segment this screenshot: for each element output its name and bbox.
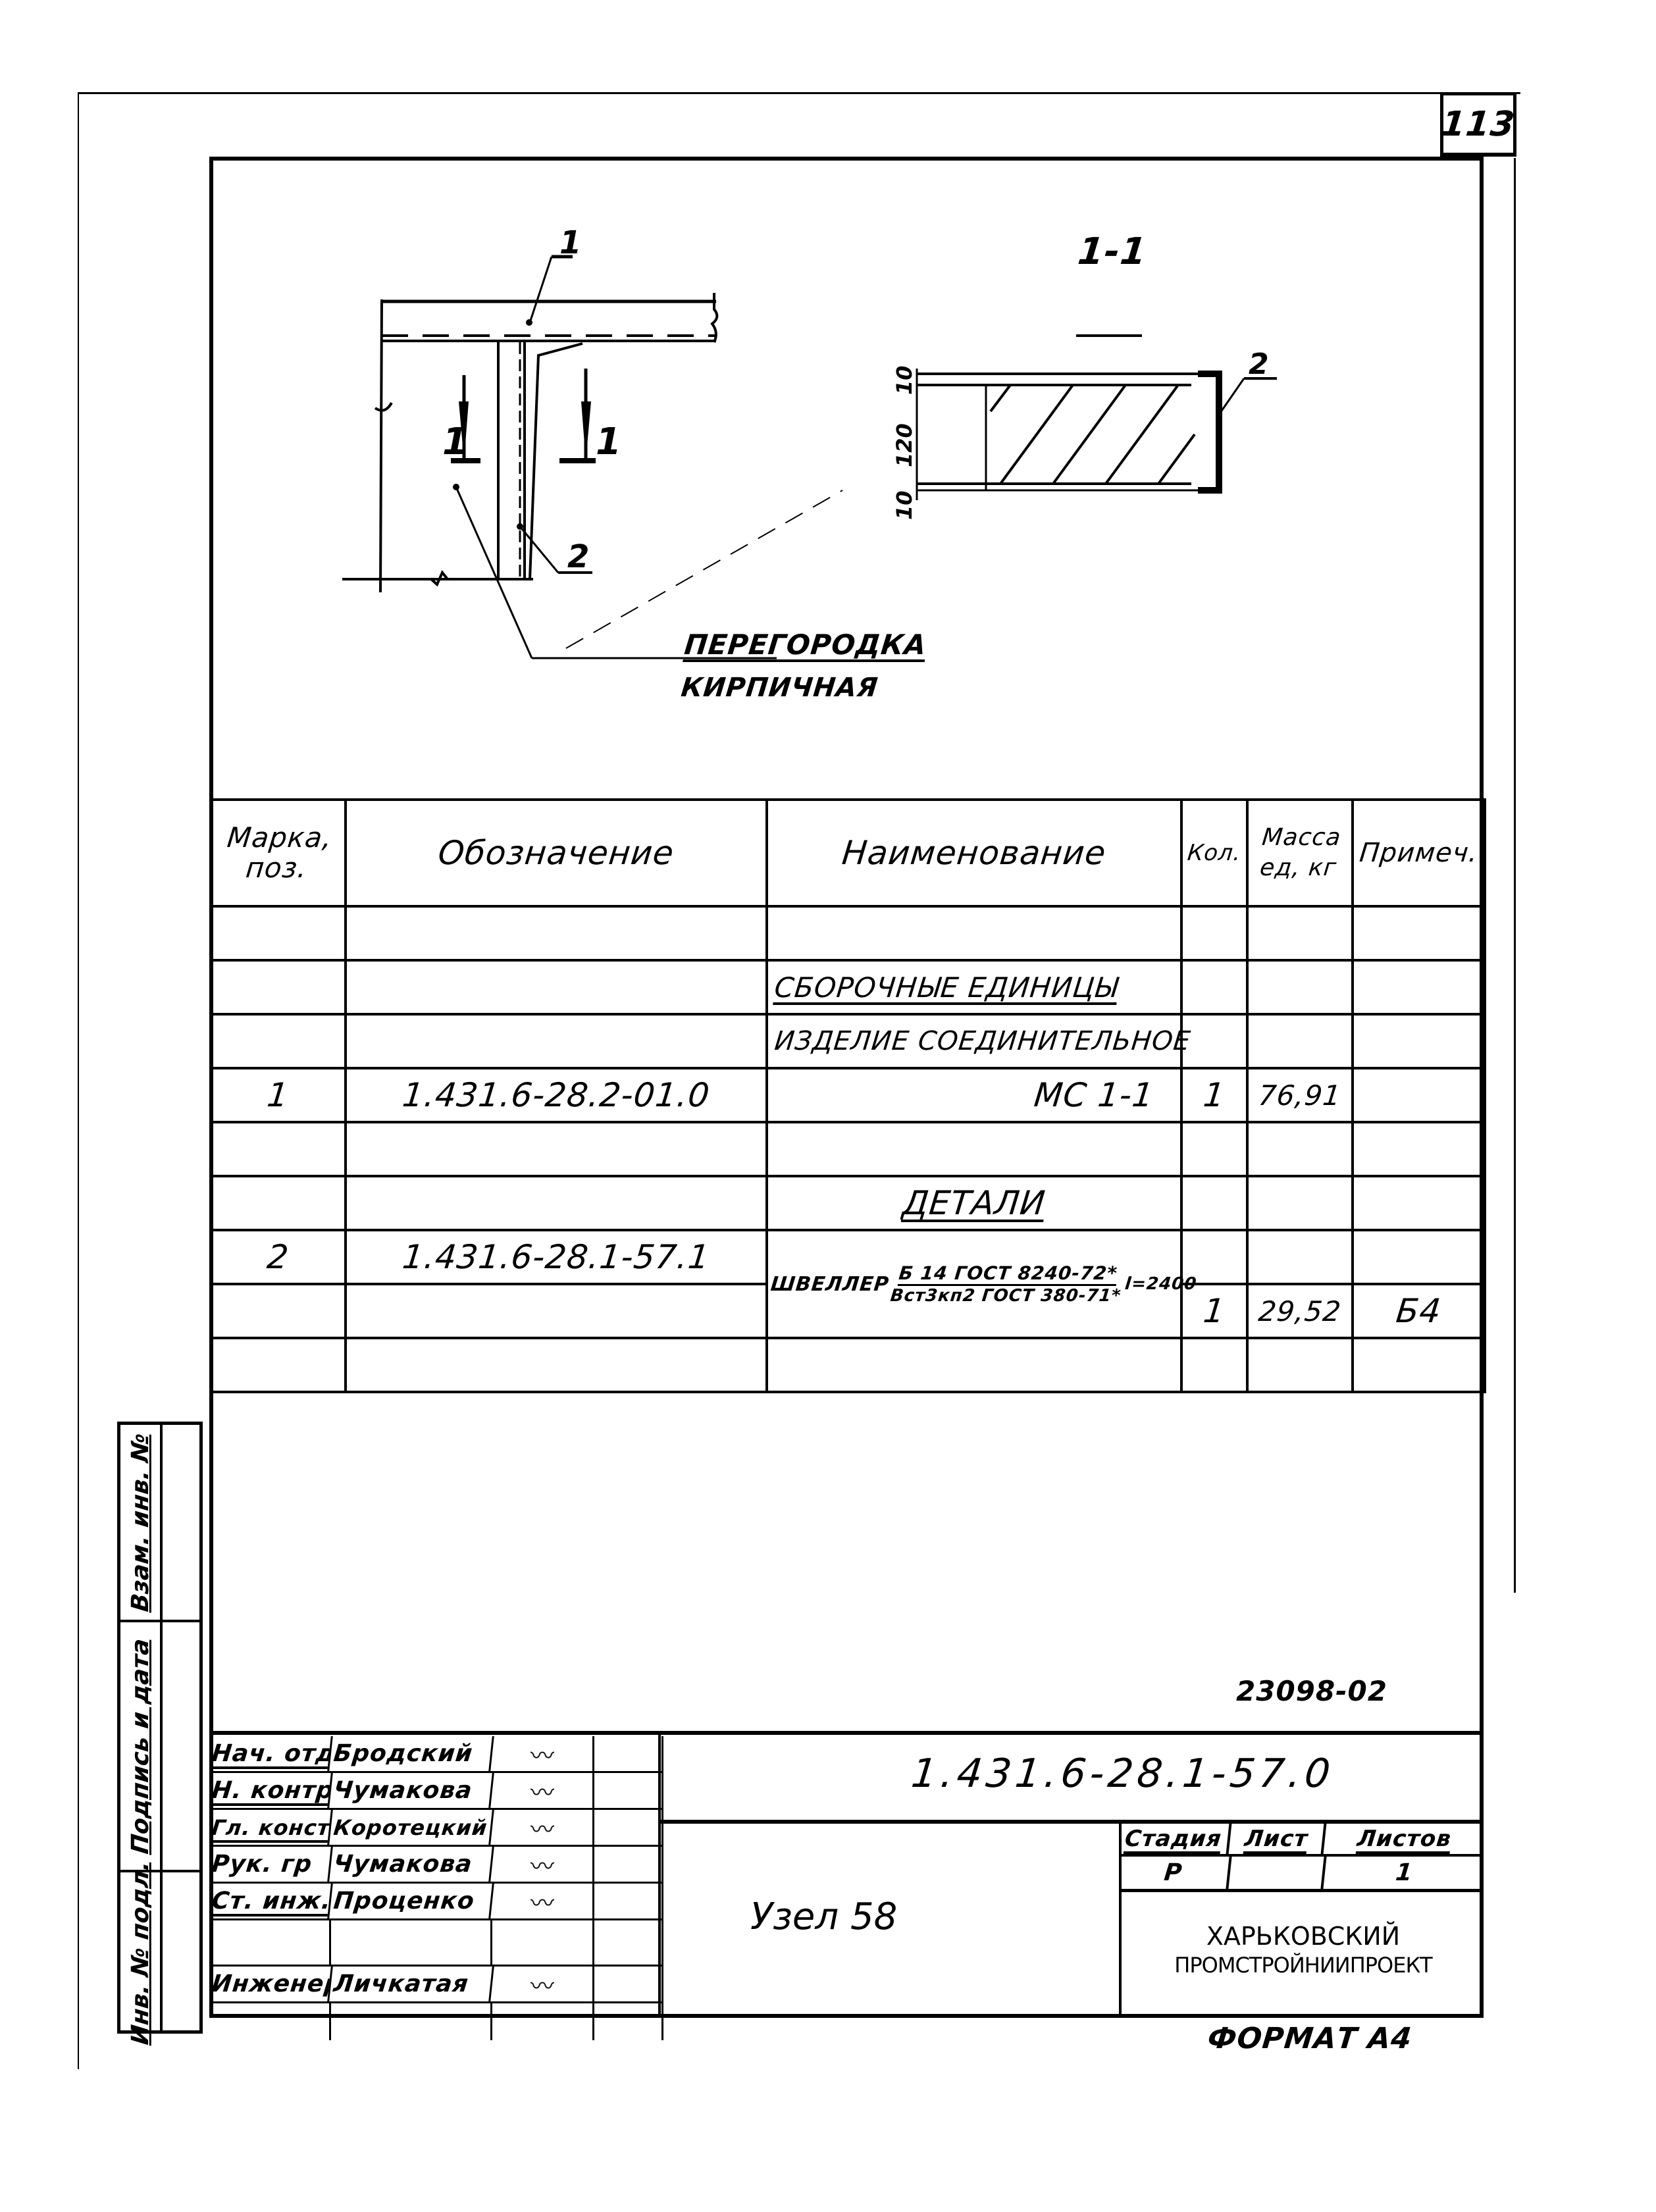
side-blank bbox=[160, 1872, 199, 2034]
svg-text:10: 10 bbox=[892, 490, 917, 520]
header-mass: Масса ед, кг bbox=[1241, 800, 1358, 906]
organization-stamp: Харьковский Промстройниипроект bbox=[1132, 1922, 1474, 1980]
archive-number: 23098-02 bbox=[1236, 1675, 1387, 1707]
signatory-row: Н. контр Чумакова 〰 bbox=[207, 1773, 663, 1810]
side-cell-replacement-inv: Взам. инв. № bbox=[120, 1425, 160, 1622]
table-row: Сборочные единицы bbox=[209, 959, 1486, 1016]
row-note: Б4 bbox=[1349, 1284, 1488, 1338]
stage-value: Р bbox=[1117, 1857, 1232, 1889]
header-name: Наименование bbox=[761, 800, 1187, 906]
signatory-row: Инженер Личкатая 〰 bbox=[207, 1967, 663, 2003]
signatories-table: Нач. отд. Бродский 〰 Н. контр Чумакова 〰… bbox=[207, 1736, 663, 2040]
stage-grid-left-line bbox=[1119, 1824, 1122, 2018]
table-header-row: Марка, поз. Обозначение Наименование Кол… bbox=[205, 800, 1491, 906]
specification-table: Марка, поз. Обозначение Наименование Кол… bbox=[205, 798, 1491, 1393]
signature-mark: 〰 bbox=[492, 1773, 594, 1808]
table-row bbox=[209, 905, 1486, 962]
sheet-number-box: 113 bbox=[1439, 92, 1517, 157]
section-callout-2: 2 bbox=[1249, 347, 1269, 381]
signature-mark: 〰 bbox=[492, 1967, 594, 2001]
title-block-mid-line bbox=[658, 1820, 1484, 1824]
side-blank bbox=[160, 1425, 199, 1622]
row-qty: 1 bbox=[1178, 1068, 1251, 1122]
signatory-row: Ст. инж. Проценко 〰 bbox=[207, 1884, 663, 1920]
table-row: Детали bbox=[209, 1175, 1486, 1231]
header-qty: Кол. bbox=[1176, 800, 1253, 906]
plan-view-drawing: 1 1 1 2 2 10 120 10 bbox=[342, 224, 1277, 659]
signatory-row: Нач. отд. Бродский 〰 bbox=[207, 1736, 663, 1773]
side-stamp: Взам. инв. № Подпись и дата Инв. № подл. bbox=[117, 1422, 203, 2046]
signatory-row: Гл. констр Коротецкий 〰 bbox=[207, 1810, 663, 1847]
section-title: 1-1 bbox=[1075, 230, 1149, 273]
connector-product-name: Изделие соединительное bbox=[763, 1014, 1192, 1068]
signatory-row: Рук. гр Чумакова 〰 bbox=[207, 1847, 663, 1884]
row-qty: 1 bbox=[1178, 1284, 1251, 1338]
side-cell-original-inv: Инв. № подл. bbox=[126, 1860, 154, 2046]
section-details: Детали bbox=[900, 1184, 1048, 1222]
partition-label-line1: Перегородка bbox=[683, 629, 929, 661]
document-code: 1.431.6-28.1-57.0 bbox=[909, 1751, 1337, 1797]
signatory-row bbox=[209, 2003, 663, 2040]
sheets-label: Листов bbox=[1355, 1826, 1453, 1852]
stage-grid: Стадия Лист Листов Р 1 bbox=[1117, 1824, 1484, 1906]
sheet-label: Лист bbox=[1228, 1824, 1327, 1854]
table-row: 2 1.431.6-28.1-57.1 Швеллер Б 14 ГОСТ 82… bbox=[207, 1229, 1486, 1339]
signatory-row bbox=[209, 1920, 663, 1967]
header-note: Примеч. bbox=[1347, 800, 1491, 906]
svg-text:10: 10 bbox=[892, 365, 917, 395]
organization-line1: Харьковский bbox=[1206, 1922, 1401, 1951]
channel-steel-grade: Вст3кп2 ГОСТ 380-71* bbox=[889, 1286, 1122, 1306]
row-name: МС 1-1 bbox=[763, 1068, 1185, 1122]
title-block-divider bbox=[658, 1731, 661, 2018]
drawing-title: Узел 58 bbox=[750, 1895, 898, 1938]
header-designation: Обозначение bbox=[340, 800, 773, 906]
callout-1-label: 1 bbox=[559, 224, 581, 261]
signature-mark: 〰 bbox=[492, 1810, 594, 1845]
title-block-top-line bbox=[209, 1731, 1484, 1735]
row-designation: 1.431.6-28.2-01.0 bbox=[342, 1068, 770, 1122]
format-note: Формат А4 bbox=[1206, 2022, 1414, 2055]
row-mark: 1 bbox=[207, 1068, 349, 1122]
row-mass: 29,52 bbox=[1244, 1284, 1356, 1338]
stage-label: Стадия bbox=[1117, 1824, 1232, 1854]
table-row: Изделие соединительное bbox=[209, 1013, 1486, 1069]
sheets-value: 1 bbox=[1394, 1859, 1414, 1886]
organization-line2: Промстройниипроект bbox=[1174, 1953, 1432, 1978]
channel-profile: Б 14 ГОСТ 8240-72* bbox=[897, 1262, 1119, 1286]
outer-frame bbox=[78, 92, 1520, 2069]
right-edge-line bbox=[1514, 158, 1516, 1593]
row-mass: 76,91 bbox=[1244, 1068, 1356, 1122]
side-blank bbox=[160, 1622, 199, 1872]
signature-mark: 〰 bbox=[492, 1884, 594, 1918]
svg-text:1: 1 bbox=[442, 421, 468, 463]
svg-text:120: 120 bbox=[892, 423, 917, 467]
table-row: 1 1.431.6-28.2-01.0 МС 1-1 1 76,91 bbox=[207, 1067, 1486, 1123]
table-row: 1 29,52 Б4 bbox=[209, 1283, 1488, 1339]
svg-text:1: 1 bbox=[596, 421, 621, 463]
signature-mark: 〰 bbox=[492, 1736, 594, 1771]
row-designation: 1.431.6-28.1-57.1 bbox=[342, 1230, 770, 1284]
side-cell-signature-date: Подпись и дата bbox=[120, 1622, 160, 1872]
signature-mark: 〰 bbox=[492, 1847, 594, 1882]
sheet-value bbox=[1228, 1857, 1327, 1889]
channel-name-cell: Швеллер Б 14 ГОСТ 8240-72* Вст3кп2 ГОСТ … bbox=[765, 1229, 1198, 1339]
channel-label: Швеллер bbox=[769, 1272, 891, 1296]
row-mark: 2 bbox=[207, 1230, 349, 1284]
section-assembly-units: Сборочные единицы bbox=[773, 971, 1120, 1004]
header-mark: Марка, поз. bbox=[205, 800, 351, 906]
table-row bbox=[209, 1121, 1486, 1177]
table-row bbox=[209, 1337, 1486, 1393]
sheet-number: 113 bbox=[1439, 104, 1517, 144]
svg-text:2: 2 bbox=[567, 538, 589, 575]
partition-label-line2: кирпичная bbox=[679, 673, 880, 703]
